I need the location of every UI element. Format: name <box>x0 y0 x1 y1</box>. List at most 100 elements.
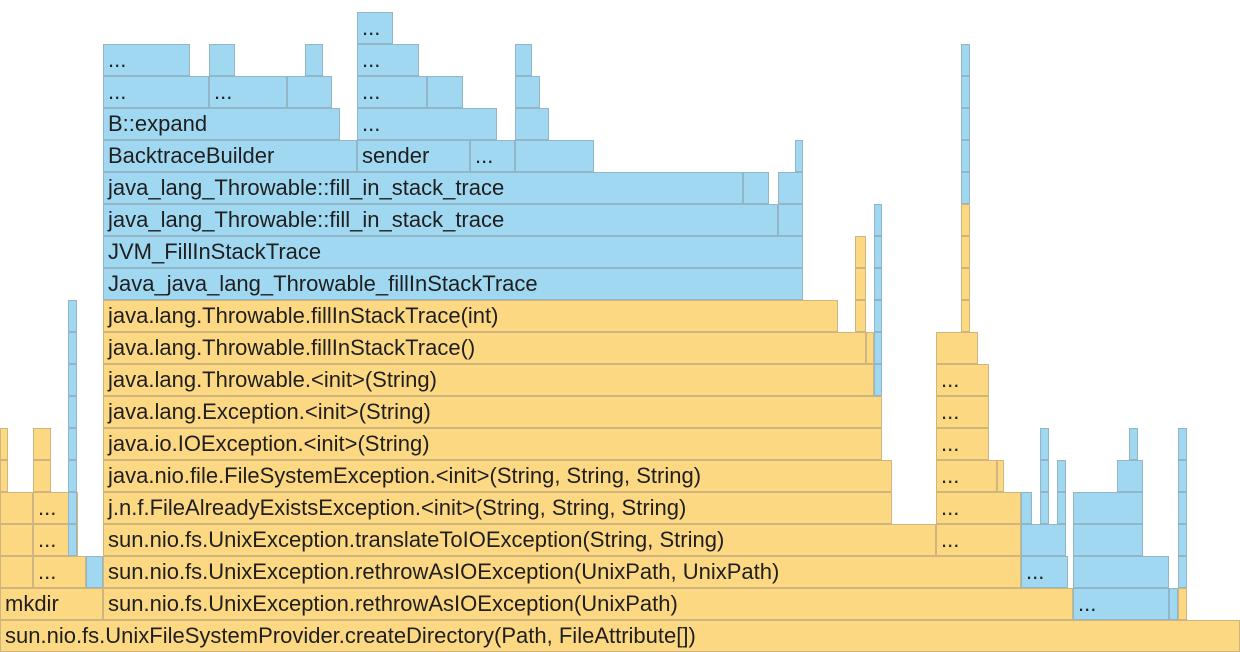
frame-expand[interactable]: B::expand <box>103 108 340 140</box>
frame-sliver[interactable] <box>1057 492 1066 524</box>
frame-sliver[interactable] <box>1073 556 1169 588</box>
frame-sliver[interactable] <box>1178 588 1187 620</box>
frame-fill-in-stack-trace[interactable]: java_lang_Throwable::fill_in_stack_trace <box>103 204 778 236</box>
frame-rethrow-two[interactable]: sun.nio.fs.UnixException.rethrowAsIOExce… <box>103 556 1021 588</box>
frame-sliver[interactable] <box>1178 556 1187 588</box>
frame-sliver[interactable] <box>68 364 77 396</box>
frame-exc-init[interactable]: java.lang.Exception.<init>(String) <box>103 396 882 428</box>
frame-sliver[interactable] <box>961 300 970 332</box>
frame-rethrow-unixpath[interactable]: sun.nio.fs.UnixException.rethrowAsIOExce… <box>103 588 1073 620</box>
frame-sliver[interactable] <box>515 140 594 172</box>
frame-sliver[interactable] <box>305 44 323 76</box>
frame-ellipsis[interactable]: ... <box>357 12 393 44</box>
frame-sliver[interactable] <box>0 556 33 588</box>
frame-sliver[interactable] <box>1117 460 1143 492</box>
frame-sliver[interactable] <box>33 428 51 460</box>
frame-sliver[interactable] <box>795 140 803 172</box>
frame-sliver[interactable] <box>855 300 866 332</box>
frame-sliver[interactable] <box>874 332 882 364</box>
frame-sliver[interactable] <box>1129 428 1138 460</box>
frame-sliver[interactable] <box>874 236 882 268</box>
frame-backtrace-builder[interactable]: BacktraceBuilder <box>103 140 357 172</box>
frame-jvm-fill[interactable]: JVM_FillInStackTrace <box>103 236 803 268</box>
frame-sliver[interactable] <box>427 76 463 108</box>
frame-ellipsis[interactable]: ... <box>209 76 287 108</box>
frame-ellipsis[interactable]: ... <box>936 524 1021 556</box>
frame-sliver[interactable] <box>1178 460 1187 492</box>
frame-ellipsis[interactable]: ... <box>470 140 515 172</box>
frame-sliver[interactable] <box>936 332 978 364</box>
frame-sliver[interactable] <box>961 44 970 76</box>
frame-ioe-init[interactable]: java.io.IOException.<init>(String) <box>103 428 882 460</box>
frame-sliver[interactable] <box>743 172 769 204</box>
frame-faee-init[interactable]: j.n.f.FileAlreadyExistsException.<init>(… <box>103 492 892 524</box>
frame-sliver[interactable] <box>33 460 51 492</box>
frame-sliver[interactable] <box>961 108 970 140</box>
frame-sliver[interactable] <box>515 76 540 108</box>
frame-sliver[interactable] <box>778 172 803 204</box>
frame-sliver[interactable] <box>961 236 970 268</box>
frame-sliver[interactable] <box>0 492 33 524</box>
frame-sliver[interactable] <box>287 76 332 108</box>
frame-ellipsis[interactable]: ... <box>936 364 989 396</box>
frame-sliver[interactable] <box>68 428 77 460</box>
frame-ellipsis[interactable]: ... <box>357 44 419 76</box>
frame-sliver[interactable] <box>855 236 866 268</box>
frame-fse-init[interactable]: java.nio.file.FileSystemException.<init>… <box>103 460 892 492</box>
frame-sliver[interactable] <box>1021 524 1066 556</box>
frame-ellipsis[interactable]: ... <box>1021 556 1068 588</box>
frame-ellipsis[interactable]: ... <box>1073 588 1169 620</box>
frame-sliver[interactable] <box>68 396 77 428</box>
frame-sliver[interactable] <box>86 556 103 588</box>
frame-sliver[interactable] <box>855 268 866 300</box>
frame-ellipsis[interactable]: ... <box>936 492 1021 524</box>
frame-sliver[interactable] <box>997 460 1004 492</box>
frame-sliver[interactable] <box>961 172 970 204</box>
frame-sliver[interactable] <box>961 140 970 172</box>
frame-ellipsis[interactable]: ... <box>936 428 989 460</box>
frame-thr-init[interactable]: java.lang.Throwable.<init>(String) <box>103 364 874 396</box>
frame-jni-fill[interactable]: Java_java_lang_Throwable_fillInStackTrac… <box>103 268 803 300</box>
frame-sliver[interactable] <box>68 492 77 524</box>
frame-sliver[interactable] <box>961 76 970 108</box>
frame-sliver[interactable] <box>0 428 8 460</box>
frame-sender[interactable]: sender <box>357 140 470 172</box>
frame-sliver[interactable] <box>1040 492 1049 524</box>
frame-sliver[interactable] <box>515 44 532 76</box>
frame-mkdir[interactable]: mkdir <box>0 588 103 620</box>
frame-ellipsis[interactable]: ... <box>936 396 989 428</box>
frame-sliver[interactable] <box>68 300 77 332</box>
frame-fill-noarg[interactable]: java.lang.Throwable.fillInStackTrace() <box>103 332 866 364</box>
frame-sliver[interactable] <box>961 204 970 236</box>
frame-sliver[interactable] <box>961 268 970 300</box>
frame-sliver[interactable] <box>1178 428 1187 460</box>
frame-sliver[interactable] <box>1040 460 1049 492</box>
frame-sliver[interactable] <box>874 268 882 300</box>
frame-sliver[interactable] <box>778 204 803 236</box>
frame-sliver[interactable] <box>1073 492 1143 524</box>
frame-create-directory[interactable]: sun.nio.fs.UnixFileSystemProvider.create… <box>0 620 1240 652</box>
frame-ellipsis[interactable]: ... <box>103 76 209 108</box>
frame-sliver[interactable] <box>1178 492 1187 524</box>
frame-sliver[interactable] <box>0 524 33 556</box>
frame-translate[interactable]: sun.nio.fs.UnixException.translateToIOEx… <box>103 524 936 556</box>
frame-sliver[interactable] <box>68 524 77 556</box>
frame-sliver[interactable] <box>68 332 77 364</box>
frame-ellipsis[interactable]: ... <box>936 460 997 492</box>
frame-sliver[interactable] <box>866 332 874 364</box>
frame-sliver[interactable] <box>874 364 882 396</box>
frame-sliver[interactable] <box>209 44 235 76</box>
frame-ellipsis[interactable]: ... <box>33 556 86 588</box>
frame-sliver[interactable] <box>515 108 549 140</box>
frame-sliver[interactable] <box>1073 524 1143 556</box>
frame-ellipsis[interactable]: ... <box>357 76 427 108</box>
frame-sliver[interactable] <box>1178 524 1187 556</box>
frame-fill-in-stack-trace-inner[interactable]: java_lang_Throwable::fill_in_stack_trace <box>103 172 743 204</box>
frame-sliver[interactable] <box>874 204 882 236</box>
frame-ellipsis[interactable]: ... <box>357 108 497 140</box>
frame-sliver[interactable] <box>1169 588 1178 620</box>
frame-sliver[interactable] <box>1040 428 1049 460</box>
frame-sliver[interactable] <box>0 460 8 492</box>
frame-sliver[interactable] <box>1057 460 1066 492</box>
frame-fill-int[interactable]: java.lang.Throwable.fillInStackTrace(int… <box>103 300 838 332</box>
